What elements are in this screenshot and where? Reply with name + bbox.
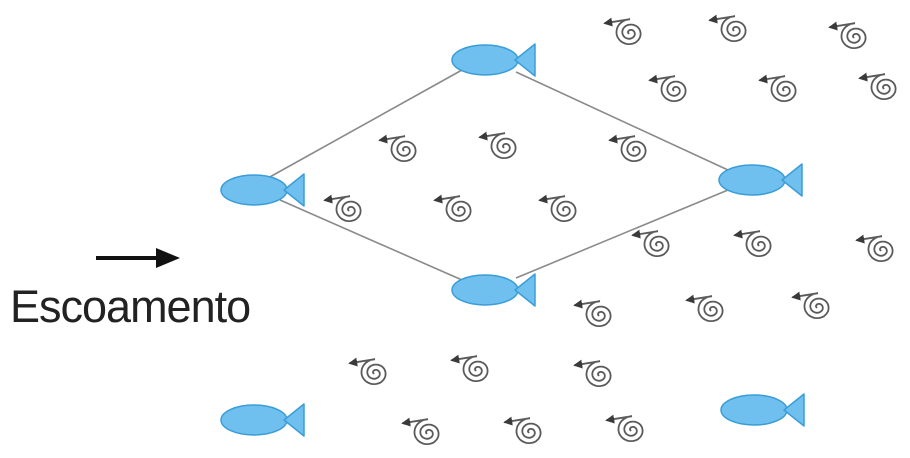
fish-icon — [720, 393, 805, 427]
spiral-vortex-icon — [378, 134, 417, 163]
spiral-vortex-icon — [708, 14, 747, 43]
link-left-top — [267, 69, 463, 179]
fish-icon — [220, 403, 305, 437]
spiral-vortex-icon — [401, 417, 440, 446]
spiral-vortex-icon — [538, 194, 577, 223]
spiral-vortex-icon — [791, 291, 830, 320]
spiral-vortex-icon — [573, 299, 612, 328]
spiral-vortex-icon — [608, 134, 647, 163]
spiral-vortex-icon — [348, 357, 387, 386]
vortex-field — [323, 14, 897, 446]
spiral-vortex-icon — [858, 72, 897, 101]
spiral-vortex-icon — [433, 194, 472, 223]
spiral-vortex-icon — [605, 414, 644, 443]
arrow-right-icon — [96, 248, 180, 268]
spiral-vortex-icon — [450, 354, 489, 383]
spiral-vortex-icon — [503, 416, 542, 445]
spiral-vortex-icon — [758, 74, 797, 103]
spiral-vortex-icon — [685, 294, 724, 323]
fish-school — [220, 43, 805, 437]
spiral-vortex-icon — [648, 74, 687, 103]
spiral-vortex-icon — [631, 229, 670, 258]
fish-icon — [220, 173, 305, 207]
link-top-right — [515, 71, 729, 171]
spiral-vortex-icon — [573, 359, 612, 388]
spiral-vortex-icon — [855, 234, 894, 263]
spiral-vortex-icon — [603, 17, 642, 46]
fish-icon — [451, 273, 536, 307]
spiral-vortex-icon — [733, 229, 772, 258]
flow-label: Escoamento — [10, 281, 251, 332]
link-bottom-right — [515, 189, 729, 279]
spiral-vortex-icon — [828, 21, 867, 50]
spiral-vortex-icon — [478, 131, 517, 160]
link-left-bottom — [279, 199, 463, 281]
spiral-vortex-icon — [323, 194, 362, 223]
fish-icon — [718, 163, 803, 197]
fish-icon — [451, 43, 536, 77]
formation-links — [267, 69, 729, 281]
